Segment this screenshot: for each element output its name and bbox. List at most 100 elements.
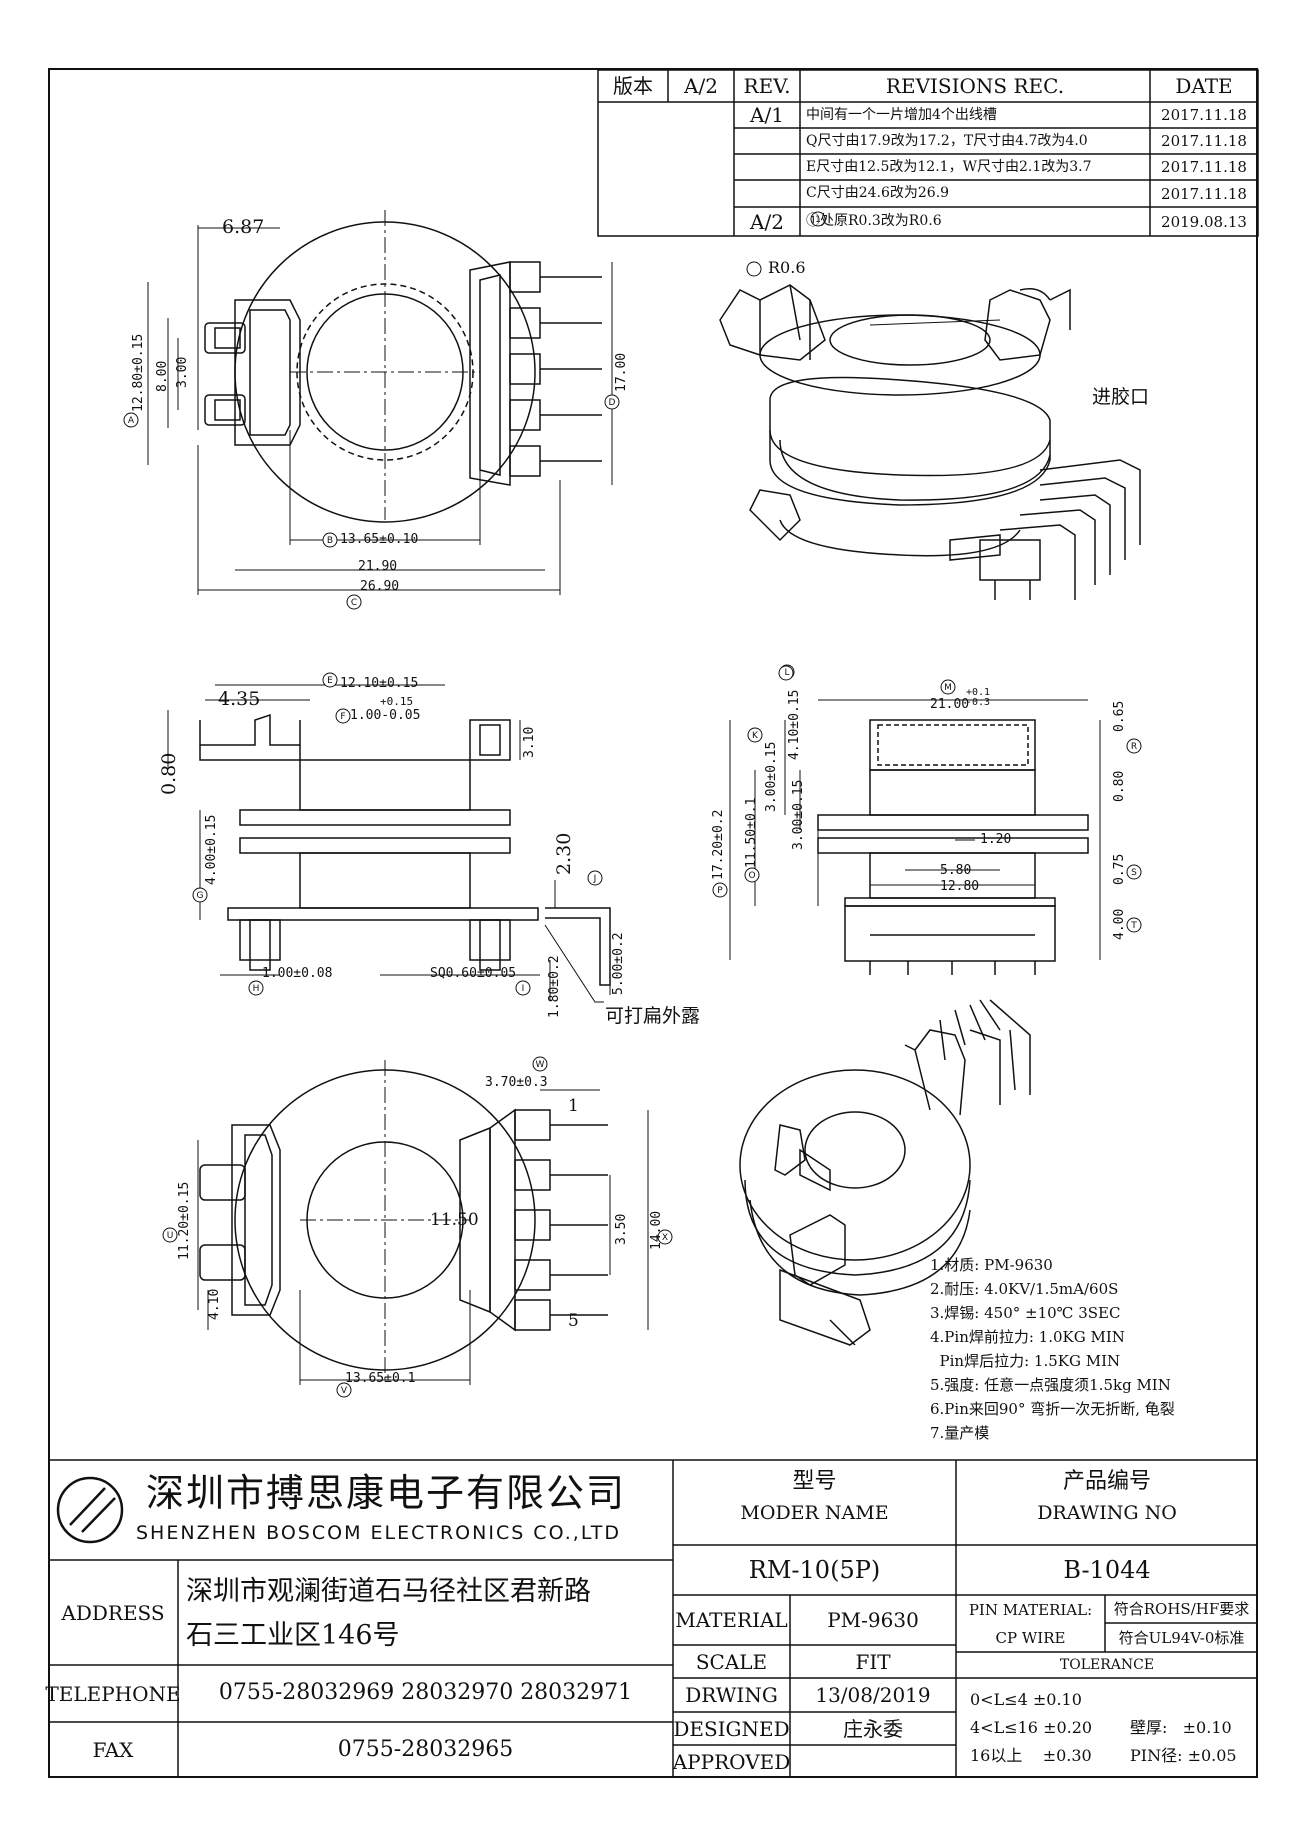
dim-400-front: 4.00	[1112, 908, 1127, 940]
dim-1365: 13.65±0.10	[340, 532, 419, 547]
circle-x: X	[662, 1233, 668, 1243]
rev-header-version: A/2	[684, 74, 718, 98]
wall-tolerance: 壁厚: ±0.10	[1130, 1718, 1232, 1737]
iso-gate: 进胶口	[1092, 386, 1150, 408]
tolerance-label: TOLERANCE	[1059, 1656, 1155, 1673]
circle-t: T	[1130, 921, 1137, 931]
title-block-grid	[48, 1459, 1258, 1778]
circle-v: V	[341, 1386, 348, 1396]
circle-s: S	[1131, 868, 1137, 878]
rev-row-1-text: 中间有一个一片增加4个出线槽	[806, 107, 997, 123]
dim-400: 4.00±0.15	[204, 814, 219, 885]
rev-row-5-text: ①处原R0.3改为R0.6	[806, 213, 942, 229]
dim-100-plus: +0.15	[380, 695, 414, 708]
circle-f: F	[340, 712, 345, 722]
rev-row-3-date: 2017.11.18	[1161, 158, 1247, 176]
rev-header-rev: REV.	[743, 74, 791, 98]
side-view	[167, 684, 611, 1003]
drawing-label-cn: 产品编号	[1062, 1468, 1151, 1494]
dim-1210: 12.10±0.15	[340, 676, 419, 691]
dim-2190: 21.90	[358, 559, 398, 574]
rev-header-date: DATE	[1175, 74, 1233, 98]
dim-580: 5.80	[940, 863, 972, 878]
model-value: RM-10(5P)	[748, 1555, 881, 1584]
dim-350: 3.50	[614, 1213, 629, 1245]
rev-row-1-date: 2017.11.18	[1161, 106, 1247, 124]
dim-1365-bottom: 13.65±0.1	[345, 1371, 416, 1386]
rev-row-3-text: E尺寸由12.5改为12.1，W尺寸由2.1改为3.7	[806, 159, 1092, 175]
iso-view-bottom	[739, 999, 1031, 1346]
dim-687: 6.87	[222, 216, 265, 238]
note-flatten: 可打扁外露	[605, 1005, 701, 1027]
fax-label: FAX	[92, 1738, 134, 1762]
dim-410: 4.10±0.15	[787, 689, 802, 760]
dim-370: 3.70±0.3	[485, 1075, 548, 1090]
tolerance-1: 0<L≤4 ±0.10	[970, 1690, 1082, 1709]
drawing-label-en: DRAWING NO	[1037, 1501, 1177, 1524]
dim-080-front: 0.80	[1112, 770, 1127, 802]
rev-row-5-date: 2019.08.13	[1161, 212, 1247, 231]
drwing-value: 13/08/2019	[815, 1683, 931, 1707]
circle-r: R	[1131, 742, 1137, 752]
dim-075: 0.75	[1112, 853, 1127, 885]
note-6: 6.Pin来回90° 弯折一次无折断, 龟裂	[930, 1400, 1175, 1418]
circle-w: W	[536, 1060, 545, 1070]
ul-note: 符合UL94V-0标准	[1118, 1628, 1245, 1647]
dim-2100-tol: +0.1 -0.3	[966, 687, 991, 708]
circle-one: 1	[815, 215, 821, 225]
dim-800: 8.00	[155, 360, 170, 392]
circle-g: G	[197, 891, 204, 901]
telephone-label: TELEPHONE	[45, 1681, 181, 1706]
drawing-number: B-1044	[1063, 1555, 1151, 1584]
note-1: 1.材质: PM-9630	[930, 1256, 1053, 1274]
tolerance-3: 16以上 ±0.30	[970, 1746, 1092, 1765]
address-line-2: 石三工业区146号	[186, 1620, 400, 1651]
circle-c: C	[351, 598, 357, 608]
dim-120: 1.20	[980, 832, 1012, 847]
dim-1700: 17.00	[614, 352, 629, 392]
dim-1720: 17.20±0.2	[711, 809, 726, 880]
dim-1120: 11.20±0.15	[177, 1181, 192, 1260]
circle-m: M	[944, 683, 952, 693]
circle-u: U	[167, 1231, 174, 1241]
bottom-view	[197, 1060, 649, 1385]
material-value: PM-9630	[827, 1608, 919, 1632]
designed-label: DESIGNED	[673, 1716, 790, 1741]
dim-100: 1.00±0.08	[262, 966, 333, 981]
dim-2690: 26.90	[360, 579, 400, 594]
dim-1280: 12.80±0.15	[131, 333, 146, 412]
rev-row-2-text: Q尺寸由17.9改为17.2，T尺寸由4.7改为4.0	[806, 133, 1088, 149]
model-label-cn: 型号	[792, 1468, 837, 1494]
address-label: ADDRESS	[61, 1600, 165, 1625]
front-view	[729, 699, 1101, 975]
revision-table-grid	[597, 69, 1259, 237]
model-label-en: MODER NAME	[740, 1501, 889, 1524]
pin-material-value: CP WIRE	[995, 1628, 1066, 1647]
dim-1280-front: 12.80	[940, 879, 980, 894]
pin-1-label: 1	[568, 1096, 579, 1116]
circle-d: D	[609, 398, 616, 408]
pin-diameter-tolerance: PIN径: ±0.05	[1130, 1746, 1237, 1765]
fax-value: 0755-28032965	[337, 1736, 514, 1762]
circle-b: B	[327, 536, 333, 546]
circle-j: J	[593, 874, 597, 884]
material-label: MATERIAL	[675, 1608, 788, 1632]
note-5: 5.强度: 任意一点强度须1.5kg MIN	[930, 1376, 1171, 1394]
dim-310: 3.10	[522, 726, 537, 758]
drwing-label: DRWING	[685, 1683, 778, 1707]
rev-header-label: 版本	[613, 74, 653, 98]
approved-value	[790, 1745, 956, 1778]
rev-row-4-text: C尺寸由24.6改为26.9	[806, 185, 950, 201]
address-line-1: 深圳市观澜街道石马径社区君新路	[186, 1576, 591, 1607]
dim-1150: 11.50±0.1	[744, 797, 759, 868]
circle-k: K	[752, 731, 759, 741]
note-4: 4.Pin焊前拉力: 1.0KG MIN	[930, 1328, 1125, 1346]
dim-100-minus: 1.00-0.05	[350, 708, 421, 723]
tolerance-2: 4<L≤16 ±0.20	[970, 1718, 1093, 1737]
dim-410-bottom: 4.10	[207, 1288, 222, 1320]
telephone-value: 0755-28032969 28032970 28032971	[218, 1680, 633, 1706]
circle-p: P	[717, 886, 723, 896]
rev-header-rec: REVISIONS REC.	[885, 74, 1065, 98]
note-4b: Pin焊后拉力: 1.5KG MIN	[930, 1352, 1121, 1370]
